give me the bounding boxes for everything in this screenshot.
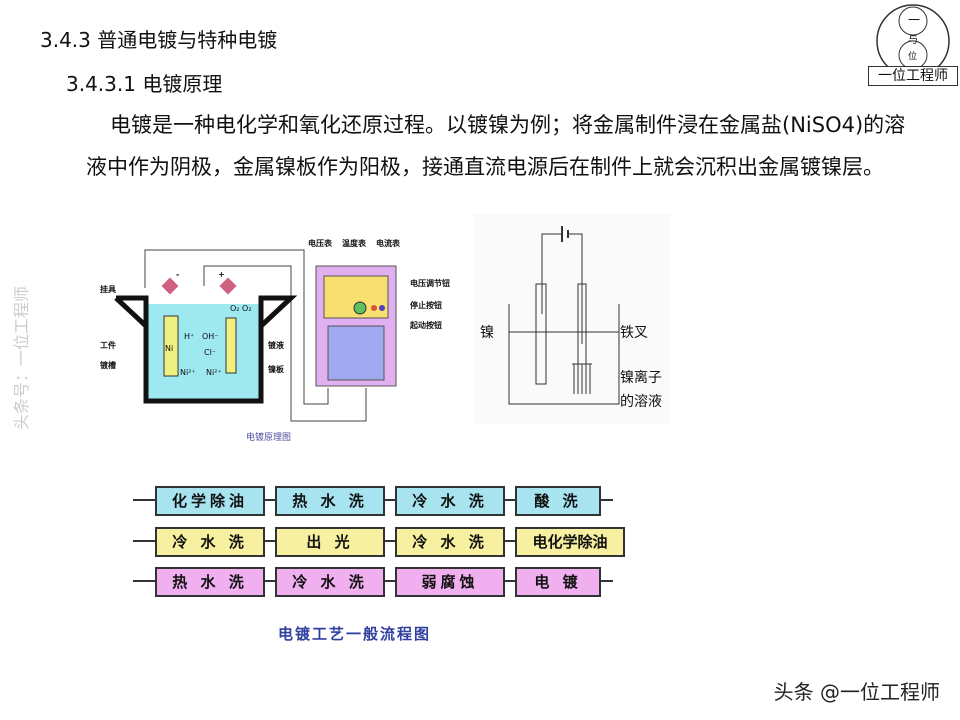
step-cold-rinse: 冷 水 洗 [155, 527, 265, 557]
footer-attribution: 头条 @一位工程师 [773, 680, 940, 704]
label-minus: - [176, 270, 180, 279]
label-thermometer: 温度表 [342, 239, 366, 248]
label-plate: 镍板 [268, 365, 284, 374]
label-ni2b: Ni²⁺ [206, 368, 222, 377]
step-electroplating: 电 镀 [515, 567, 601, 597]
label-voltmeter: 电压表 [308, 239, 332, 248]
label-fork: 铁叉 [620, 325, 648, 341]
plating-apparatus-illustration [114, 249, 397, 422]
step-brightening: 出 光 [275, 527, 385, 557]
label-voltage-knob: 电压调节钮 [410, 279, 450, 288]
step-pickling: 酸 洗 [515, 486, 601, 516]
label-nickel: 镍 [480, 325, 494, 341]
label-start: 起动按钮 [410, 321, 442, 330]
body-paragraph: 电镀是一种电化学和氧化还原过程。以镀镍为例；将金属制件浸在金属盐(NiSO4)的… [86, 113, 906, 179]
step-chemical-degrease: 化学除油 [155, 486, 265, 516]
label-workpiece: 工件 [100, 341, 116, 350]
schematic-drawing [508, 226, 620, 405]
figure1-caption: 电镀原理图 [246, 433, 292, 443]
step-hot-rinse: 热 水 洗 [275, 486, 385, 516]
electroplating-principle-figure: 挂具 工件 镀槽 镀液 镍板 电压表 温度表 电流表 电压调节钮 停止按钮 起动… [76, 236, 466, 448]
label-stop: 停止按钮 [410, 301, 442, 310]
label-oh: OH⁻ [202, 332, 219, 341]
figure3-caption: 电镀工艺一般流程图 [278, 625, 432, 643]
label-plus: + [218, 270, 225, 279]
step-hot-rinse: 热 水 洗 [155, 567, 265, 597]
watermark: 头条号：一位工程师 [12, 285, 31, 430]
step-cold-rinse: 冷 水 洗 [395, 527, 505, 557]
label-o2: O₂ O₂ [230, 304, 252, 313]
subsection-heading: 3.4.3.1 电镀原理 [66, 72, 223, 96]
label-solution: 镀液 [268, 341, 284, 350]
label-cl: Cl⁻ [204, 348, 217, 357]
label-ammeter: 电流表 [376, 239, 400, 248]
nickel-plating-schematic: 镍 铁叉 镍离子的溶液 [474, 214, 670, 424]
logo-text: 一位工程师 [868, 66, 958, 86]
label-ni: Ni [165, 344, 174, 353]
logo-bottom: 位 [908, 52, 918, 62]
section-heading: 3.4.3 普通电镀与特种电镀 [40, 28, 278, 52]
step-cold-rinse: 冷 水 洗 [395, 486, 505, 516]
step-weak-etch: 弱腐蚀 [395, 567, 505, 597]
step-cold-rinse: 冷 水 洗 [275, 567, 385, 597]
label-nickel-ion-solution: 镍离子的溶液 [620, 370, 662, 410]
logo-mid: 与 [908, 35, 918, 46]
label-h: H⁺ [184, 332, 195, 341]
logo-top: 一 [908, 13, 921, 27]
label-ni2: Ni²⁺ [180, 368, 196, 377]
label-tank: 镀槽 [100, 361, 116, 370]
step-electrochemical-degrease: 电化学除油 [515, 527, 625, 557]
label-hanger: 挂具 [100, 285, 116, 294]
process-flow-chart: 化学除油 热 水 洗 冷 水 洗 酸 洗 冷 水 洗 出 光 冷 水 洗 电化学… [93, 457, 641, 670]
